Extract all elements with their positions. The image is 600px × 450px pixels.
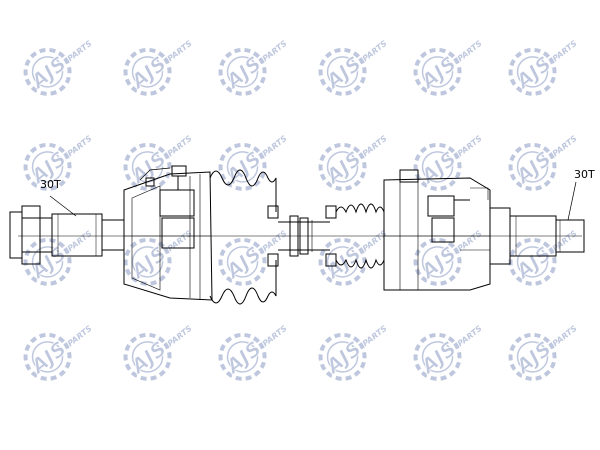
watermark-suffix: PARTS: [361, 39, 389, 64]
watermark-suffix: PARTS: [551, 229, 579, 254]
left-spline-label: 30T: [40, 178, 61, 191]
watermark-suffix: PARTS: [166, 324, 194, 349]
watermark-suffix: PARTS: [261, 324, 289, 349]
main-shaft: [278, 215, 330, 257]
watermark-suffix: PARTS: [551, 39, 579, 64]
right-stub-shaft: [489, 207, 585, 265]
watermark-suffix: PARTS: [166, 229, 194, 254]
watermark-suffix: PARTS: [66, 39, 94, 64]
watermark-suffix: PARTS: [166, 39, 194, 64]
left-spline-leader: [49, 195, 77, 217]
outer-boot: [209, 169, 279, 305]
watermark-suffix: PARTS: [361, 324, 389, 349]
watermark-suffix: PARTS: [361, 229, 389, 254]
watermark-suffix: PARTS: [166, 134, 194, 159]
left-threaded-end: [9, 205, 125, 265]
right-spline-leader: [567, 181, 577, 221]
right-spline-label: 30T: [574, 168, 595, 181]
watermark-suffix: PARTS: [551, 324, 579, 349]
watermark-suffix: PARTS: [261, 39, 289, 64]
watermark-suffix: PARTS: [261, 134, 289, 159]
watermark-suffix: PARTS: [361, 134, 389, 159]
watermark-suffix: PARTS: [456, 134, 484, 159]
watermark-suffix: PARTS: [456, 229, 484, 254]
watermark-suffix: PARTS: [456, 324, 484, 349]
inner-cv-joint: [383, 169, 491, 291]
drive-shaft: [9, 165, 585, 305]
watermark-suffix: PARTS: [66, 134, 94, 159]
watermark-suffix: PARTS: [66, 229, 94, 254]
watermark-suffix: PARTS: [66, 324, 94, 349]
watermark-suffix: PARTS: [456, 39, 484, 64]
inner-boot: [325, 184, 385, 290]
watermark-suffix: PARTS: [551, 134, 579, 159]
